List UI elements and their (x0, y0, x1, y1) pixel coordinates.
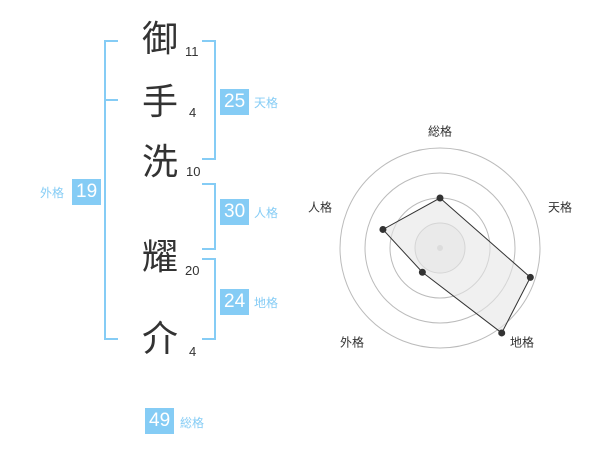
radar-ring-3 (364, 172, 516, 324)
radar-axis-label-3: 地格 (510, 335, 534, 350)
soukaku-badge: 49 (145, 408, 175, 434)
gaikaku-label: 外格 (40, 186, 65, 200)
radar-point-2 (526, 273, 534, 281)
stroke-count-2: 4 (189, 105, 197, 120)
chikaku-badge: 24 (220, 289, 250, 315)
name-char-1: 御 (142, 19, 179, 60)
name-char-3: 洗 (142, 142, 179, 183)
radar-axis-label-1: 総格 (428, 124, 452, 139)
name-char-5: 介 (142, 319, 179, 360)
stroke-count-3: 10 (186, 164, 201, 179)
name-char-4: 耀 (142, 237, 179, 278)
radar-point-1 (436, 194, 444, 202)
jinkaku-bracket (202, 183, 216, 250)
stroke-count-4: 20 (185, 263, 200, 278)
jinkaku-label: 人格 (254, 206, 279, 220)
gaikaku-bracket (104, 40, 118, 340)
radar-axis-label-4: 外格 (340, 335, 364, 350)
radar-point-3 (498, 329, 506, 337)
tenkaku-badge: 25 (220, 89, 250, 115)
stroke-count-1: 11 (185, 44, 199, 59)
radar-point-5 (379, 225, 387, 233)
jinkaku-badge: 30 (220, 199, 250, 225)
chikaku-label: 地格 (254, 296, 279, 310)
stroke-count-5: 4 (189, 344, 197, 359)
radar-polygon-layer (379, 194, 534, 337)
radar-point-4 (418, 268, 426, 276)
chikaku-bracket (202, 258, 216, 340)
radar-series-polygon (382, 197, 531, 334)
radar-axis-label-5: 人格 (308, 200, 332, 215)
gaikaku-bracket-tick (104, 99, 118, 101)
name-char-2: 手 (142, 82, 179, 123)
tenkaku-label: 天格 (254, 96, 279, 110)
gaikaku-badge: 19 (72, 179, 102, 205)
radar-ring-4 (339, 147, 541, 349)
radar-axis-label-2: 天格 (548, 200, 572, 215)
soukaku-label: 総格 (180, 416, 205, 430)
tenkaku-bracket (202, 40, 216, 160)
